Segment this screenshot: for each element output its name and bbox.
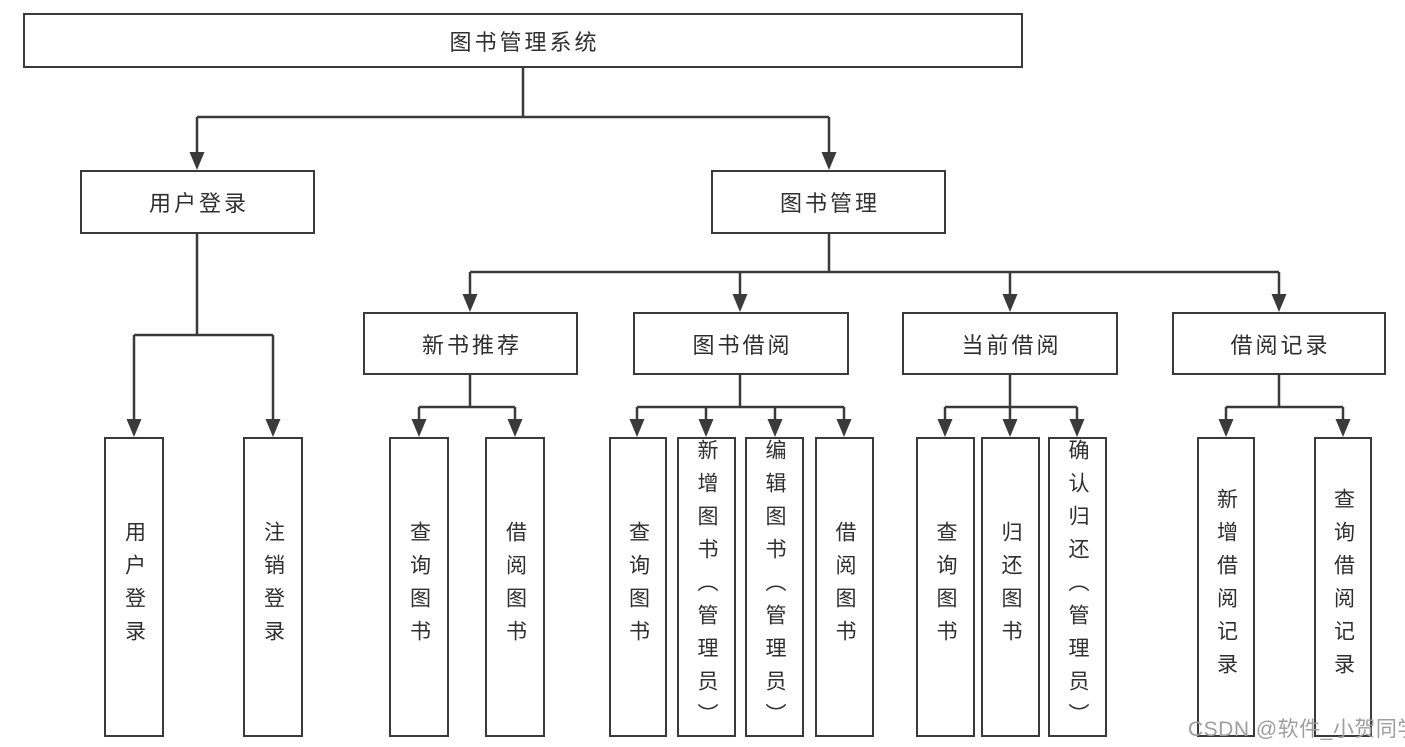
node-borrowing-records-label: 借阅记录 <box>1230 332 1331 358</box>
node-borrowing-records: 借阅记录 <box>1172 312 1386 375</box>
node-root: 图书管理系统 <box>23 13 1023 68</box>
leaf-logout: 注销登录 <box>243 437 303 737</box>
leaf-user-login-label: 用户登录 <box>122 521 146 653</box>
leaf-edit-books-admin: 编辑图书（管理员） <box>745 437 804 737</box>
csdn-watermark: CSDN @软件_小贺同学 <box>1188 718 1405 741</box>
leaf-query-borrow-record: 查询借阅记录 <box>1314 437 1372 737</box>
node-current-borrowing-label: 当前借阅 <box>961 332 1062 358</box>
node-new-book-recommend-label: 新书推荐 <box>421 332 522 358</box>
leaf-confirm-return-admin: 确认归还（管理员） <box>1048 437 1107 737</box>
node-new-book-recommend: 新书推荐 <box>363 312 578 375</box>
leaf-query-borrow-record-label: 查询借阅记录 <box>1331 488 1355 686</box>
leaf-query-books-current-label: 查询图书 <box>934 521 957 653</box>
leaf-logout-label: 注销登录 <box>261 521 285 653</box>
leaf-query-books-current: 查询图书 <box>916 437 975 737</box>
arrowheads <box>126 152 1351 437</box>
leaf-query-books-borrowing-label: 查询图书 <box>626 521 650 653</box>
leaf-query-books-borrowing: 查询图书 <box>609 437 667 737</box>
leaf-borrow-books-borrowing: 借阅图书 <box>815 437 874 737</box>
node-root-label: 图书管理系统 <box>449 29 600 55</box>
node-user-login-label: 用户登录 <box>148 191 249 216</box>
leaf-query-books-recommend: 查询图书 <box>389 437 449 737</box>
leaf-borrow-books-borrowing-label: 借阅图书 <box>833 521 856 653</box>
node-current-borrowing: 当前借阅 <box>902 312 1118 375</box>
leaf-borrow-books-recommend-label: 借阅图书 <box>503 521 527 653</box>
leaf-add-borrow-record-label: 新增借阅记录 <box>1214 488 1238 686</box>
leaf-confirm-return-admin-label: 确认归还（管理员） <box>1066 439 1089 736</box>
leaf-return-books-label: 归还图书 <box>999 521 1022 653</box>
leaf-query-books-recommend-label: 查询图书 <box>407 521 431 653</box>
leaf-user-login: 用户登录 <box>104 437 164 737</box>
leaf-borrow-books-recommend: 借阅图书 <box>485 437 545 737</box>
leaf-add-books-admin-label: 新增图书（管理员） <box>695 439 718 736</box>
node-book-management: 图书管理 <box>711 170 946 234</box>
leaf-add-borrow-record: 新增借阅记录 <box>1197 437 1255 737</box>
leaf-edit-books-admin-label: 编辑图书（管理员） <box>763 439 786 736</box>
node-user-login: 用户登录 <box>80 170 315 234</box>
node-book-borrowing: 图书借阅 <box>633 312 849 375</box>
node-book-management-label: 图书管理 <box>779 191 880 216</box>
leaf-add-books-admin: 新增图书（管理员） <box>677 437 736 737</box>
leaf-return-books: 归还图书 <box>981 437 1040 737</box>
node-book-borrowing-label: 图书借阅 <box>692 332 793 358</box>
